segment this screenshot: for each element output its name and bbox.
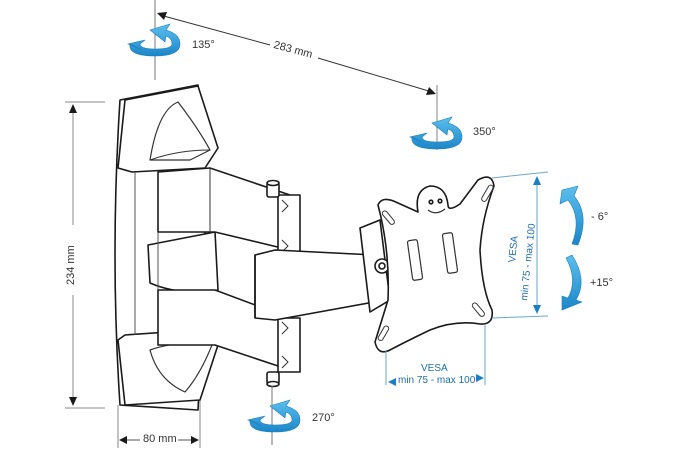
tilt-label-down: +15° [590,277,614,289]
wall-plate [114,84,219,411]
vesa-horizontal-range: min 75 - max 100 [398,375,476,386]
tilt-arrow-down [561,254,583,311]
vesa-plate [374,176,495,353]
rotation-label-wall: 135° [192,39,215,51]
vesa-dimensions [385,171,549,386]
tilt-label-up: - 6° [591,211,609,223]
height-dimension [65,101,105,409]
rotation-label-arm: 270° [312,412,335,424]
vesa-horizontal-title: VESA [421,363,448,374]
rotation-label-swivel: 350° [473,126,496,138]
tilt-arrow-up [559,185,584,246]
height-dimension-label: 234 mm [65,245,77,285]
depth-dimension-label: 80 mm [143,433,177,445]
rotation-arrow-arm [247,399,301,433]
rotation-arrow-wall [127,23,181,57]
depth-dimension [117,400,201,448]
rotation-arrow-swivel [409,116,463,150]
reach-dimension [154,0,438,150]
